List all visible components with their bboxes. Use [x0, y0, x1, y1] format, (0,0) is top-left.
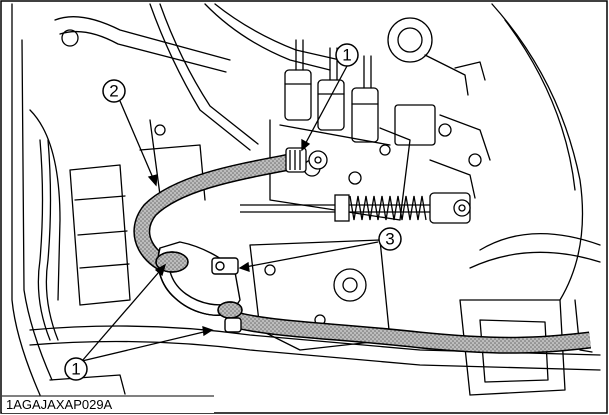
callout-1-top: 1: [335, 43, 359, 67]
callout-1-bottom: 1: [64, 357, 88, 381]
callout-1-bottom-label: 1: [71, 360, 80, 379]
callout-leaders: [81, 65, 379, 362]
figure-code: 1AGAJAXAP029A: [6, 397, 113, 412]
fuel-hose-lower: [225, 309, 592, 354]
hose-clamp-top: [285, 147, 328, 173]
figure-code-background: [2, 396, 214, 413]
engine-block-lineart: [11, 3, 601, 396]
fuel-hose-upper: [133, 151, 302, 277]
fuel-filter: [155, 241, 243, 333]
callout-2-label: 2: [109, 82, 118, 101]
callout-3-label: 3: [385, 230, 394, 249]
callout-2: 2: [102, 79, 126, 103]
throttle-linkage-spring: [240, 192, 471, 224]
callout-3: 3: [378, 227, 402, 251]
callout-1-top-label: 1: [342, 46, 351, 65]
